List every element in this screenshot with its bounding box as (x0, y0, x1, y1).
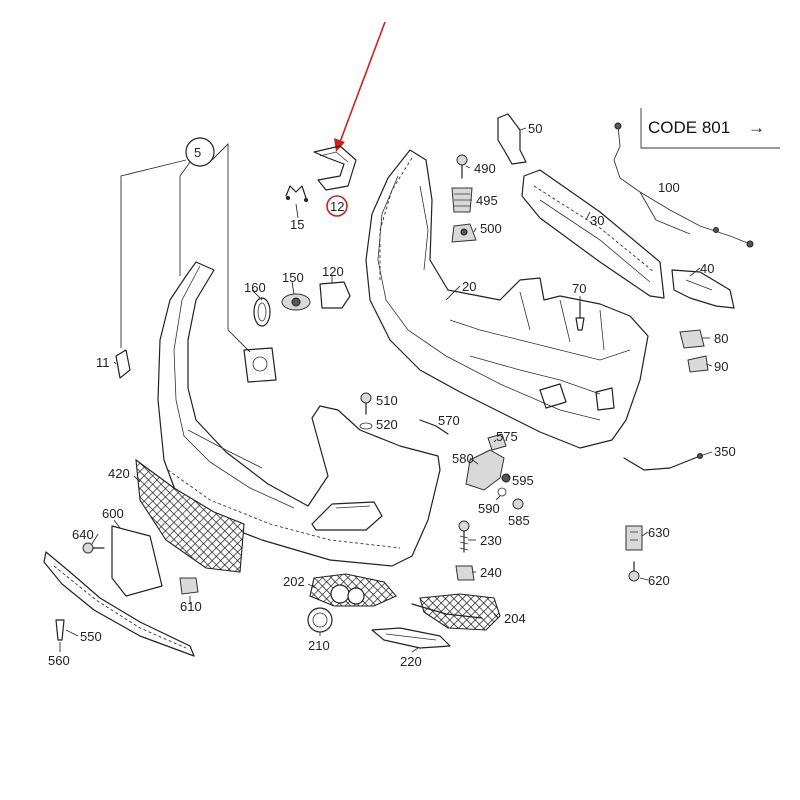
code-801-box: CODE 801 → (640, 108, 780, 149)
callout-600: 600 (102, 506, 124, 521)
callout-15: 15 (290, 217, 304, 232)
code-801-label: CODE 801 (648, 118, 730, 137)
part-80 (679, 329, 705, 349)
callout-40: 40 (700, 261, 714, 276)
part-520 (359, 422, 373, 430)
part-580 (465, 449, 505, 491)
callout-220: 220 (400, 654, 422, 669)
callout-560: 560 (48, 653, 70, 668)
callout-580: 580 (452, 451, 474, 466)
part-595 (501, 473, 511, 483)
highlight-arrow (326, 21, 386, 217)
part-240 (455, 565, 475, 581)
part-70 (575, 301, 585, 331)
part-510 (360, 392, 372, 415)
group-5-bracket (120, 137, 251, 353)
tow-bracket (243, 347, 277, 383)
callout-120: 120 (322, 264, 344, 279)
part-640 (82, 542, 105, 554)
callout-20: 20 (462, 279, 476, 294)
callout-590: 590 (478, 501, 500, 516)
part-204 (411, 593, 501, 631)
part-90 (687, 355, 709, 373)
callout-210: 210 (308, 638, 330, 653)
part-120 (319, 281, 351, 309)
part-495 (451, 187, 473, 213)
callout-570: 570 (438, 413, 460, 428)
part-590 (497, 487, 507, 497)
part-160 (253, 297, 271, 327)
part-420 (135, 458, 245, 573)
part-585 (512, 498, 524, 510)
part-220 (371, 627, 451, 649)
callout-640: 640 (72, 527, 94, 542)
part-210 (307, 607, 333, 633)
callout-630: 630 (648, 525, 670, 540)
part-560 (55, 619, 65, 641)
callout-610: 610 (180, 599, 202, 614)
callout-550: 550 (80, 629, 102, 644)
part-630 (625, 525, 643, 551)
callout-80: 80 (714, 331, 728, 346)
callout-100: 100 (658, 180, 680, 195)
callout-30: 30 (590, 213, 604, 228)
part-490 (456, 154, 468, 179)
callout-575: 575 (496, 429, 518, 444)
callout-50: 50 (528, 121, 542, 136)
callout-labels: 5 11 12 15 20 30 40 50 70 80 90 100 120 … (48, 121, 736, 669)
callout-202: 202 (283, 574, 305, 589)
callout-12: 12 (330, 199, 344, 214)
callout-620: 620 (648, 573, 670, 588)
callout-160: 160 (244, 280, 266, 295)
callout-510: 510 (376, 393, 398, 408)
callout-500: 500 (480, 221, 502, 236)
part-350 (623, 453, 703, 471)
part-150 (281, 293, 311, 311)
part-50 (497, 113, 527, 165)
arrow-right-icon: → (748, 118, 765, 137)
highlight-circle (326, 195, 348, 217)
callout-240: 240 (480, 565, 502, 580)
callout-420: 420 (108, 466, 130, 481)
callout-150: 150 (282, 270, 304, 285)
callout-11: 11 (96, 355, 110, 370)
callout-520: 520 (376, 417, 398, 432)
callout-490: 490 (474, 161, 496, 176)
bumper-cover (157, 261, 441, 567)
part-40 (671, 269, 735, 309)
callout-595: 595 (512, 473, 534, 488)
part-570 (419, 419, 449, 435)
part-610 (179, 577, 199, 595)
part-15 (285, 185, 308, 202)
callout-495: 495 (476, 193, 498, 208)
part-575 (487, 433, 507, 451)
callout-585: 585 (508, 513, 530, 528)
callout-204: 204 (504, 611, 526, 626)
part-100 (613, 122, 754, 248)
part-600 (111, 525, 163, 597)
callout-350: 350 (714, 444, 736, 459)
part-12 (313, 145, 357, 191)
part-550 (43, 551, 195, 657)
callout-5: 5 (194, 145, 201, 160)
part-202 (309, 573, 397, 607)
callout-70: 70 (572, 281, 586, 296)
part-500 (451, 223, 477, 243)
part-20 (365, 149, 649, 449)
callout-90: 90 (714, 359, 728, 374)
part-30 (521, 169, 665, 299)
part-230 (458, 520, 470, 553)
part-11 (115, 349, 131, 379)
callout-230: 230 (480, 533, 502, 548)
leader-lines (59, 127, 713, 653)
part-620 (628, 561, 640, 582)
